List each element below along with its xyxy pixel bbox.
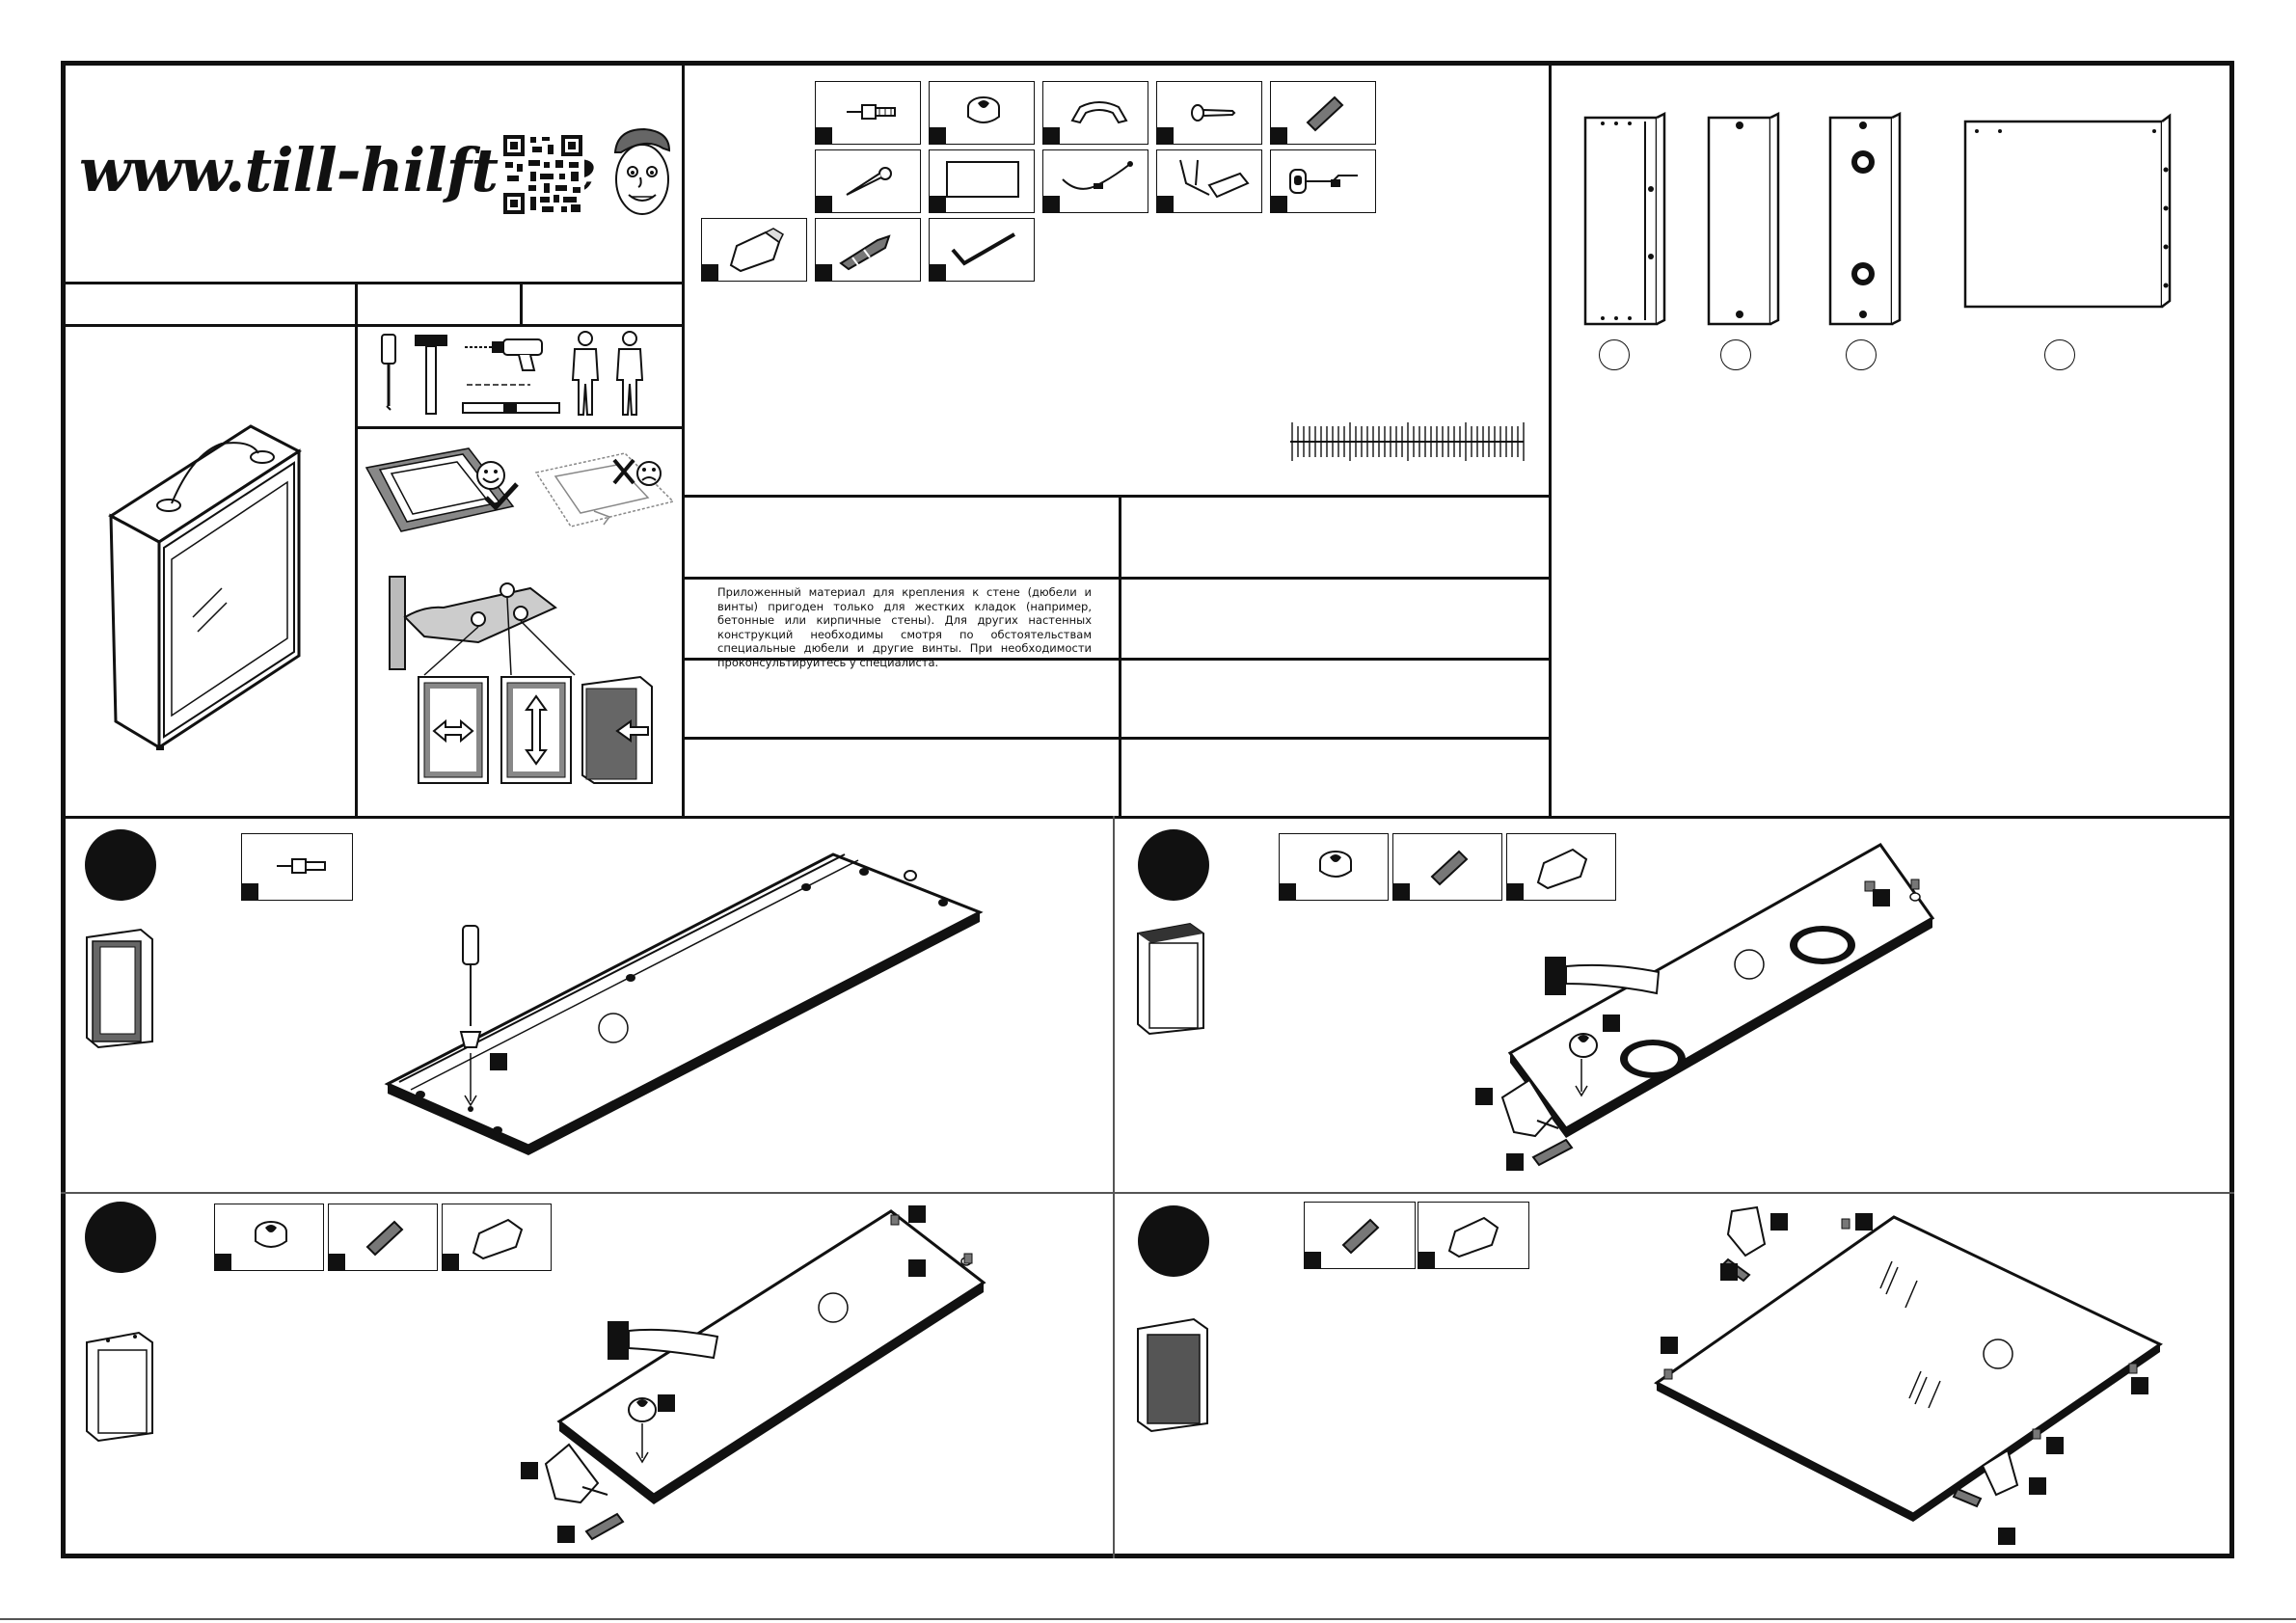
step-4-ref-marker-8	[1998, 1528, 2015, 1545]
step-4-ref-marker-3	[1720, 1263, 1738, 1281]
part-wall-plug	[815, 218, 921, 282]
divider-left-col	[682, 61, 685, 817]
part-allen-key	[929, 218, 1035, 282]
step-2-ref-marker-1	[1603, 1014, 1620, 1032]
step-3-ref-marker-3	[908, 1259, 926, 1277]
step-1-marker	[85, 829, 156, 901]
step-4-part-glue	[1418, 1202, 1529, 1269]
cross-icon	[612, 458, 635, 485]
step-4-part-dowel	[1304, 1202, 1416, 1269]
step-2-ref-marker-2	[1873, 889, 1890, 906]
panel-b-label-circle	[1720, 339, 1751, 370]
hammer-icon	[415, 335, 447, 415]
step-3-part-glue	[442, 1204, 552, 1271]
panel-side-left	[1583, 111, 1666, 326]
step-2-panel-illustration	[1500, 843, 1935, 1167]
divider-right-col	[1549, 61, 1552, 817]
wall-mount-notice: Приложенный материал для крепления к сте…	[717, 585, 1092, 669]
step-1-panel-illustration	[384, 852, 984, 1155]
hinge-vertical-adjust-icon	[500, 676, 572, 784]
spirit-level-icon	[462, 402, 560, 414]
step-3-panel-illustration	[544, 1209, 986, 1541]
step-1-part-cam-bolt	[241, 833, 353, 901]
step-2-part-cam-lock	[1279, 833, 1389, 901]
step-3-part-dowel	[328, 1204, 438, 1271]
hinge-illustration	[389, 576, 576, 676]
divider-steps-vertical	[1113, 816, 1115, 1558]
divider-top-bottom	[61, 816, 2234, 819]
divider-header-cell	[520, 282, 523, 324]
divider-tools-bottom	[355, 426, 683, 429]
divider-subheader	[61, 324, 684, 327]
panel-side-right	[1707, 111, 1780, 326]
step-3-ref-marker-5	[557, 1526, 575, 1543]
part-glue	[701, 218, 807, 282]
part-screw	[1156, 81, 1262, 145]
step-4-ref-marker-7	[2029, 1477, 2046, 1495]
step-3-ref-marker-1	[658, 1394, 675, 1412]
part-wood-screw	[815, 149, 921, 213]
qr-code-icon	[501, 133, 584, 216]
page-bottom-edge	[0, 1618, 2296, 1620]
person-icon	[571, 331, 600, 416]
divider-notes-mid	[1119, 495, 1121, 817]
part-handle	[1042, 81, 1148, 145]
mascot-face-icon	[613, 127, 671, 215]
step-4-marker	[1138, 1205, 1209, 1277]
drill-bits-icon	[467, 384, 530, 386]
screwdriver-icon	[381, 334, 396, 411]
protected-surface-illustration	[365, 447, 515, 532]
step-3-ref-marker-4	[521, 1462, 538, 1479]
divider-notes-2	[682, 658, 1551, 661]
part-wooden-dowel	[1270, 81, 1376, 145]
cabinet-overview-illustration	[108, 424, 302, 750]
checkmark-icon	[484, 482, 519, 511]
smiley-icon	[476, 461, 505, 490]
step-4-context-frame	[1137, 1317, 1208, 1433]
person-icon	[615, 331, 644, 416]
step-3-marker	[85, 1202, 156, 1273]
divider-steps-horizontal	[61, 1192, 2234, 1194]
page-frame	[61, 61, 2234, 1558]
divider-header	[61, 282, 684, 284]
step-1-ref-marker	[490, 1053, 507, 1070]
panel-a-label-circle	[1599, 339, 1630, 370]
step-2-ref-marker-4	[1506, 1153, 1524, 1171]
part-switch	[1270, 149, 1376, 213]
step-3-context-frame	[86, 1331, 153, 1443]
step-2-context-frame	[1137, 922, 1204, 1036]
step-2-part-glue	[1506, 833, 1616, 901]
hinge-depth-adjust-icon	[581, 675, 653, 784]
part-mirror-plate	[929, 149, 1035, 213]
panel-top-bottom	[1828, 111, 1902, 326]
step-2-ref-marker-3	[1475, 1088, 1493, 1105]
hinge-horizontal-adjust-icon	[418, 676, 489, 784]
part-cam-bolt	[815, 81, 921, 145]
step-2-marker	[1138, 829, 1209, 901]
frown-icon	[636, 461, 662, 486]
part-cable	[1042, 149, 1148, 213]
step-1-context-frame	[86, 928, 153, 1049]
step-4-ref-marker-1	[1770, 1213, 1788, 1231]
panel-c-label-circle	[1846, 339, 1877, 370]
divider-tools	[355, 282, 358, 817]
step-3-ref-marker-2	[908, 1205, 926, 1223]
step-4-ref-marker-6	[2046, 1437, 2064, 1454]
ruler-illustration	[1290, 422, 1525, 461]
step-4-ref-marker-5	[2131, 1377, 2148, 1394]
divider-notes-top	[682, 495, 1551, 498]
divider-notes-3	[682, 737, 1551, 740]
step-2-part-dowel	[1392, 833, 1502, 901]
step-4-ref-marker-2	[1855, 1213, 1873, 1231]
part-led-driver	[1156, 149, 1262, 213]
step-3-part-cam-lock	[214, 1204, 324, 1271]
step-4-ref-marker-4	[1661, 1337, 1678, 1354]
panel-back	[1963, 113, 2172, 309]
drill-icon	[465, 338, 543, 371]
panel-d-label-circle	[2044, 339, 2075, 370]
step-4-panel-illustration	[1654, 1205, 2163, 1522]
part-cam-lock	[929, 81, 1035, 145]
divider-notes-1	[682, 577, 1551, 580]
